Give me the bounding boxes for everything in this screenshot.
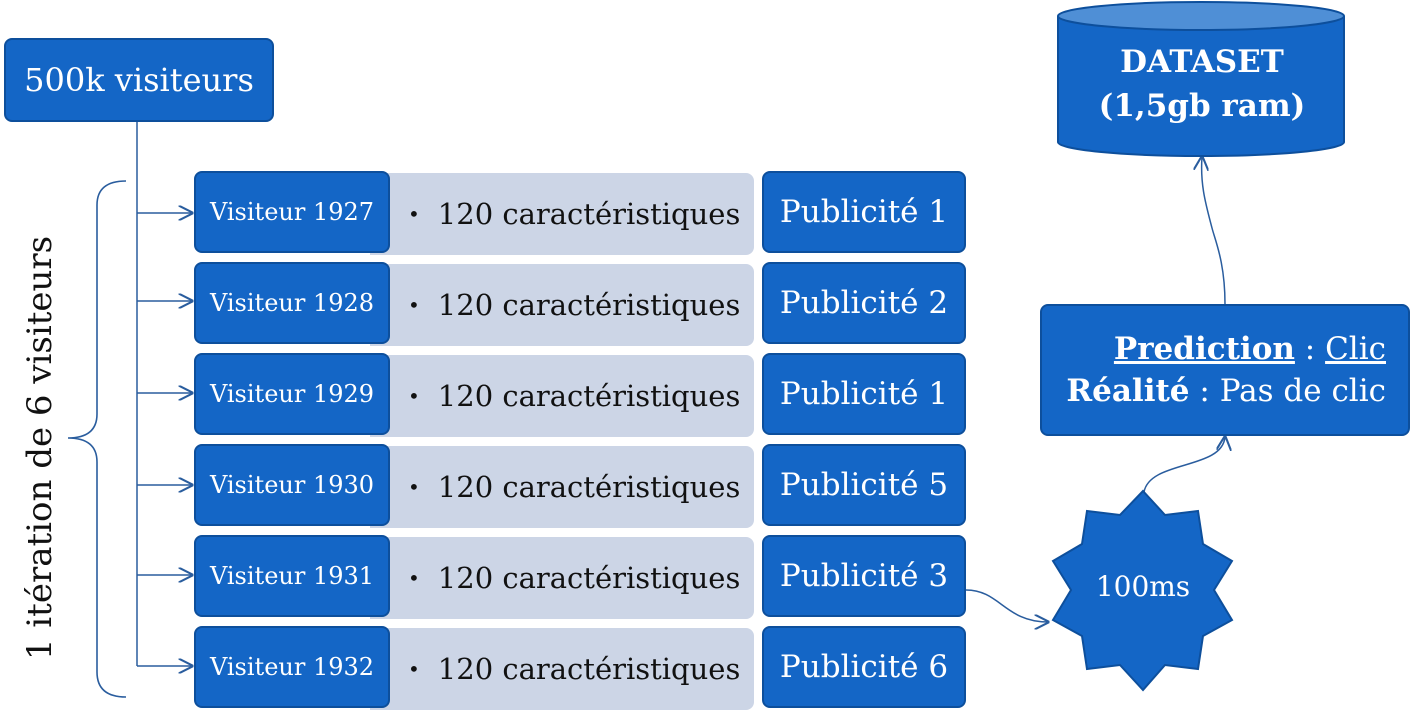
reality-key: Réalité <box>1066 373 1190 409</box>
source-visitors-label: 500k visiteurs <box>24 61 254 99</box>
features-strip: • 120 caractéristiques <box>370 355 754 437</box>
prediction-line: Prediction : Clic <box>1042 328 1408 370</box>
reality-separator: : <box>1189 373 1220 409</box>
curved-arrow-to-latency <box>965 589 1048 622</box>
features-strip: • 120 caractéristiques <box>370 446 754 528</box>
bullet-icon: • <box>408 475 420 499</box>
latency-star-shape <box>1051 489 1234 692</box>
ad-box: Publicité 1 <box>762 171 966 253</box>
visitor-label: Visiteur 1927 <box>209 198 375 226</box>
features-strip: • 120 caractéristiques <box>370 628 754 710</box>
visitor-label: Visiteur 1928 <box>209 289 375 317</box>
visitor-box: Visiteur 1930 <box>194 444 390 526</box>
ad-box: Publicité 3 <box>762 535 966 617</box>
bullet-icon: • <box>408 384 420 408</box>
arrow-to-dataset <box>1202 157 1226 305</box>
prediction-value: Clic <box>1325 331 1386 367</box>
features-strip: • 120 caractéristiques <box>370 264 754 346</box>
curved-arrow-to-prediction <box>1143 437 1225 493</box>
ad-label: Publicité 2 <box>779 285 949 321</box>
bullet-icon: • <box>408 293 420 317</box>
visitor-box: Visiteur 1927 <box>194 171 390 253</box>
reality-value: Pas de clic <box>1219 373 1386 409</box>
features-label: 120 caractéristiques <box>437 379 741 413</box>
prediction-box: Prediction : Clic Réalité : Pas de clic <box>1040 304 1410 436</box>
iteration-label: 1 itération de 6 visiteurs <box>20 235 60 661</box>
features-strip: • 120 caractéristiques <box>370 173 754 255</box>
ad-label: Publicité 3 <box>779 558 949 594</box>
visitor-box: Visiteur 1928 <box>194 262 390 344</box>
visitor-label: Visiteur 1929 <box>209 380 375 408</box>
dataset-size: (1,5gb ram) <box>1098 88 1306 124</box>
visitor-box: Visiteur 1931 <box>194 535 390 617</box>
visitor-label: Visiteur 1931 <box>209 562 375 590</box>
bullet-icon: • <box>408 202 420 226</box>
features-label: 120 caractéristiques <box>437 197 741 231</box>
dataset-cylinder-icon <box>1057 1 1345 157</box>
ad-box: Publicité 1 <box>762 353 966 435</box>
ad-box: Publicité 6 <box>762 626 966 708</box>
features-label: 120 caractéristiques <box>437 561 741 595</box>
prediction-key: Prediction <box>1113 331 1295 367</box>
features-label: 120 caractéristiques <box>437 652 741 686</box>
visitor-box: Visiteur 1929 <box>194 353 390 435</box>
ad-label: Publicité 6 <box>779 649 949 685</box>
visitor-box: Visiteur 1932 <box>194 626 390 708</box>
visitor-label: Visiteur 1930 <box>209 471 375 499</box>
visitor-label: Visiteur 1932 <box>209 653 375 681</box>
prediction-separator: : <box>1294 331 1326 367</box>
features-label: 120 caractéristiques <box>437 470 741 504</box>
source-visitors-box: 500k visiteurs <box>4 38 274 122</box>
ad-label: Publicité 1 <box>779 194 949 230</box>
features-label: 120 caractéristiques <box>437 288 741 322</box>
bullet-icon: • <box>408 566 420 590</box>
ad-label: Publicité 1 <box>779 376 949 412</box>
dataset-title: DATASET <box>1120 44 1284 80</box>
dataset-label: DATASET (1,5gb ram) <box>1060 40 1344 128</box>
ad-label: Publicité 5 <box>779 467 949 503</box>
ad-box: Publicité 2 <box>762 262 966 344</box>
features-strip: • 120 caractéristiques <box>370 537 754 619</box>
reality-line: Réalité : Pas de clic <box>1042 370 1408 412</box>
ad-box: Publicité 5 <box>762 444 966 526</box>
latency-label: 100ms <box>1095 570 1191 603</box>
bullet-icon: • <box>408 657 420 681</box>
iteration-brace <box>67 180 127 698</box>
